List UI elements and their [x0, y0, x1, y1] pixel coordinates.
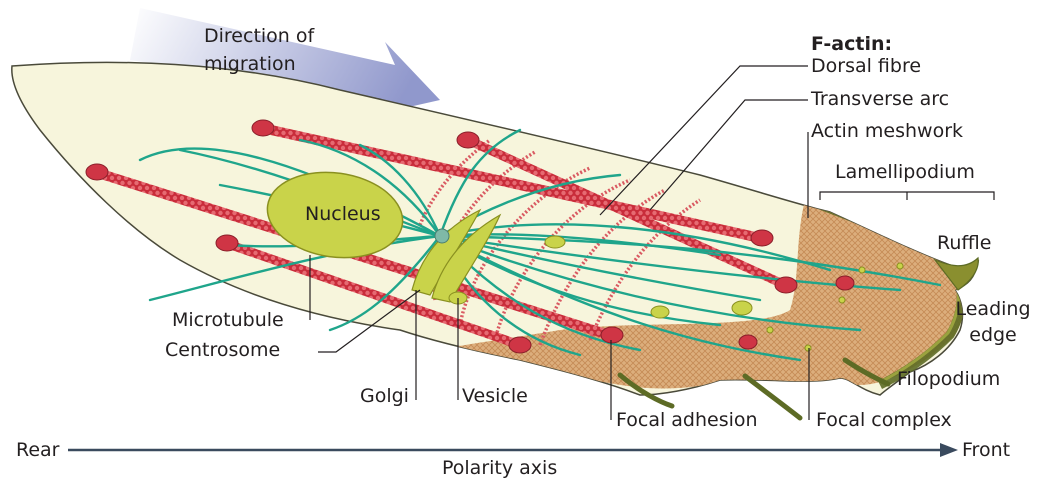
vesicle-label: Vesicle	[462, 386, 528, 407]
leading-edge-label-line1: Leading	[953, 299, 1033, 320]
focal-complex-label: Focal complex	[816, 410, 952, 431]
polarity-axis-arrow	[68, 443, 958, 457]
microtubule-label: Microtubule	[172, 310, 284, 331]
leading-edge-label-line2: edge	[953, 325, 1033, 346]
f-actin-heading: F-actin:	[811, 34, 892, 55]
filopodium-label: Filopodium	[897, 369, 1000, 390]
centrosome-label: Centrosome	[165, 340, 280, 361]
golgi-label: Golgi	[360, 386, 409, 407]
ruffle-label: Ruffle	[937, 233, 991, 254]
front-label: Front	[962, 440, 1010, 461]
dorsal-fibre-label: Dorsal fibre	[811, 56, 921, 77]
direction-label-line1: Direction of	[204, 26, 314, 47]
focal-adhesion-label: Focal adhesion	[616, 410, 758, 431]
nucleus-label: Nucleus	[305, 204, 381, 225]
polarity-axis-label: Polarity axis	[442, 458, 557, 479]
centrosome-shape	[435, 229, 449, 243]
direction-label-line2: migration	[204, 54, 296, 75]
rear-label: Rear	[16, 440, 60, 461]
actin-meshwork-label: Actin meshwork	[811, 121, 963, 142]
lamellipodium-label: Lamellipodium	[835, 162, 975, 183]
transverse-arc-label: Transverse arc	[811, 89, 949, 110]
